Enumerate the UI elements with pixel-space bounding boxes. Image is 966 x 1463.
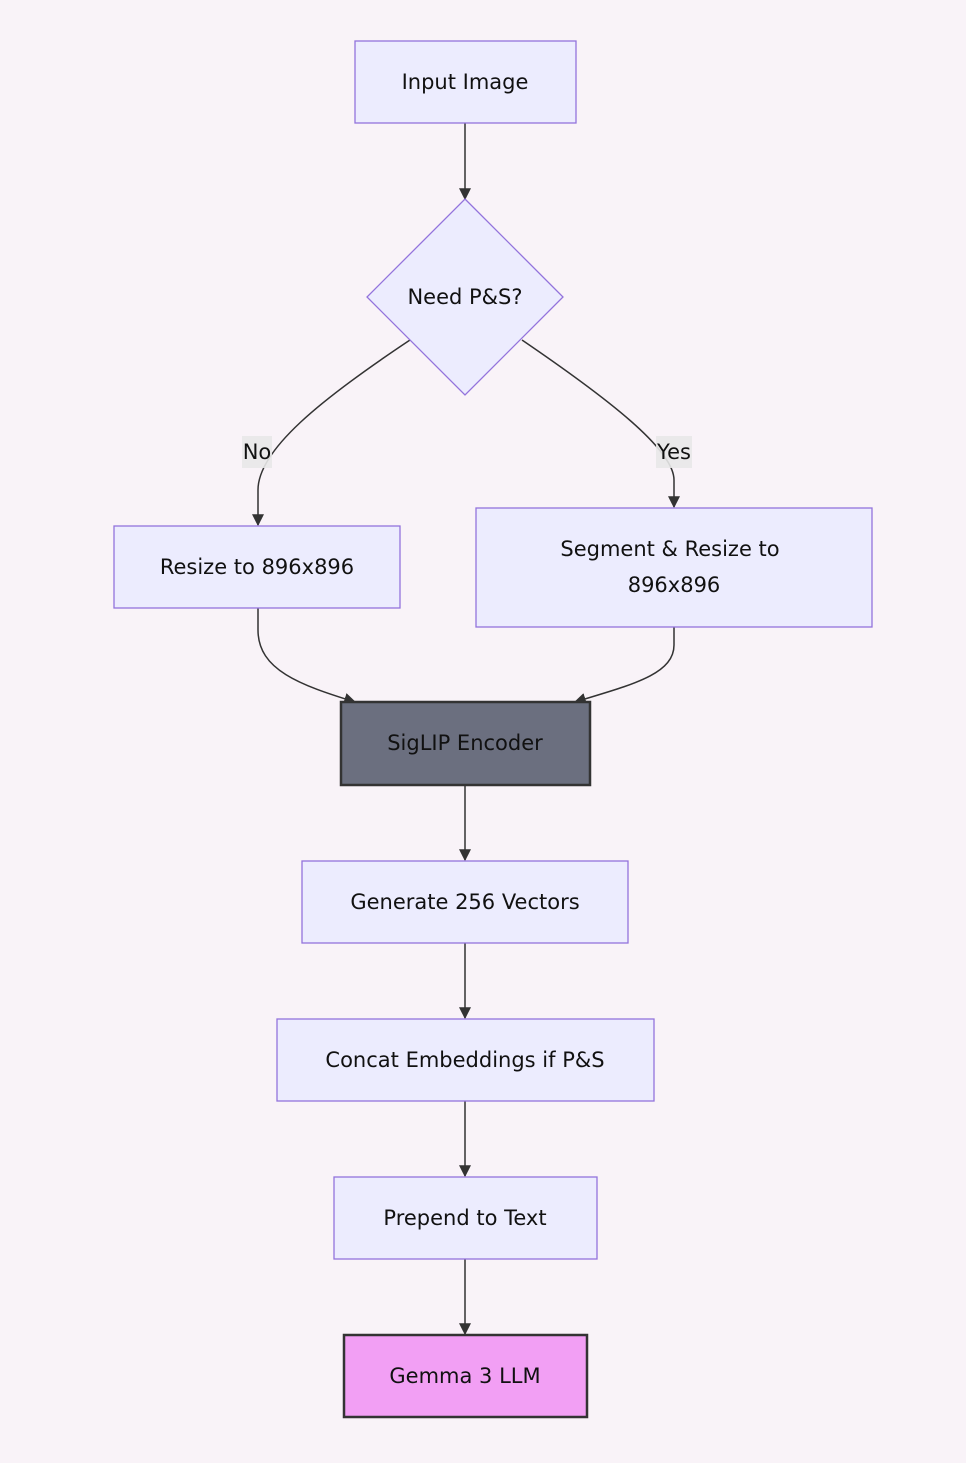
edges bbox=[252, 123, 680, 1336]
node-prepend-text: Prepend to Text bbox=[333, 1176, 598, 1260]
edge-label-no-text: No bbox=[243, 440, 272, 464]
node-decision: Need P&S? bbox=[366, 198, 564, 396]
node-segment-label-line2: 896x896 bbox=[628, 573, 721, 597]
node-gemma-llm-label: Gemma 3 LLM bbox=[389, 1364, 540, 1388]
node-concat-embeddings-label: Concat Embeddings if P&S bbox=[325, 1048, 604, 1072]
node-segment: Segment & Resize to 896x896 bbox=[475, 507, 873, 628]
edge-decision-to-segment bbox=[521, 339, 680, 509]
edge-segment-to-encoder bbox=[573, 627, 675, 705]
node-prepend-text-label: Prepend to Text bbox=[383, 1206, 546, 1230]
edge-decision-to-resize bbox=[252, 339, 411, 527]
node-gemma-llm: Gemma 3 LLM bbox=[342, 1333, 589, 1419]
node-siglip-encoder-label: SigLIP Encoder bbox=[387, 731, 543, 755]
node-input-image: Input Image bbox=[354, 40, 577, 124]
edge-label-yes-text: Yes bbox=[656, 440, 691, 464]
edge-label-no: No bbox=[242, 436, 272, 468]
node-decision-label: Need P&S? bbox=[407, 285, 522, 309]
node-input-image-label: Input Image bbox=[402, 70, 529, 94]
node-generate-vectors-label: Generate 256 Vectors bbox=[350, 890, 579, 914]
node-siglip-encoder: SigLIP Encoder bbox=[339, 700, 592, 787]
node-generate-vectors: Generate 256 Vectors bbox=[301, 860, 629, 944]
node-segment-label-line1: Segment & Resize to bbox=[560, 537, 779, 561]
node-resize: Resize to 896x896 bbox=[113, 525, 401, 609]
node-concat-embeddings: Concat Embeddings if P&S bbox=[276, 1018, 655, 1102]
edge-label-yes: Yes bbox=[656, 436, 692, 468]
edge-resize-to-encoder bbox=[257, 608, 357, 705]
node-resize-label: Resize to 896x896 bbox=[160, 555, 354, 579]
